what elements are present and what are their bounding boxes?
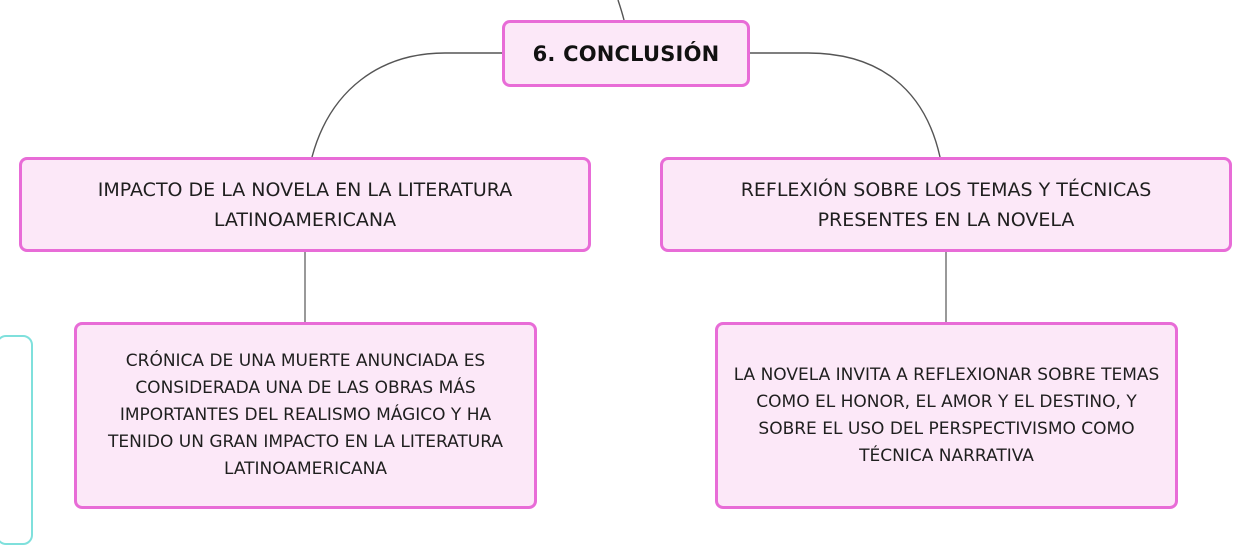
root-topic-label: 6. CONCLUSIÓN <box>532 41 720 66</box>
detail-impact-text: CRÓNICA DE UNA MUERTE ANUNCIADA ES CONSI… <box>108 351 503 479</box>
connector-root-to-left-branch <box>311 52 502 158</box>
detail-reflection-node[interactable]: LA NOVELA INVITA A REFLEXIONAR SOBRE TEM… <box>715 322 1178 509</box>
detail-reflection-text: LA NOVELA INVITA A REFLEXIONAR SOBRE TEM… <box>733 364 1160 466</box>
subtopic-impact-label: IMPACTO DE LA NOVELA EN LA LITERATURA LA… <box>97 178 513 231</box>
connector-from-parent <box>617 0 625 21</box>
connector-root-to-right-branch <box>750 52 941 158</box>
root-topic-node[interactable]: 6. CONCLUSIÓN <box>502 20 750 87</box>
subtopic-reflection-label: REFLEXIÓN SOBRE LOS TEMAS Y TÉCNICAS PRE… <box>740 178 1152 231</box>
detail-impact-node[interactable]: CRÓNICA DE UNA MUERTE ANUNCIADA ES CONSI… <box>74 322 537 509</box>
subtopic-impact-node[interactable]: IMPACTO DE LA NOVELA EN LA LITERATURA LA… <box>19 157 591 252</box>
offscreen-topic-border <box>0 335 33 545</box>
subtopic-reflection-node[interactable]: REFLEXIÓN SOBRE LOS TEMAS Y TÉCNICAS PRE… <box>660 157 1232 252</box>
